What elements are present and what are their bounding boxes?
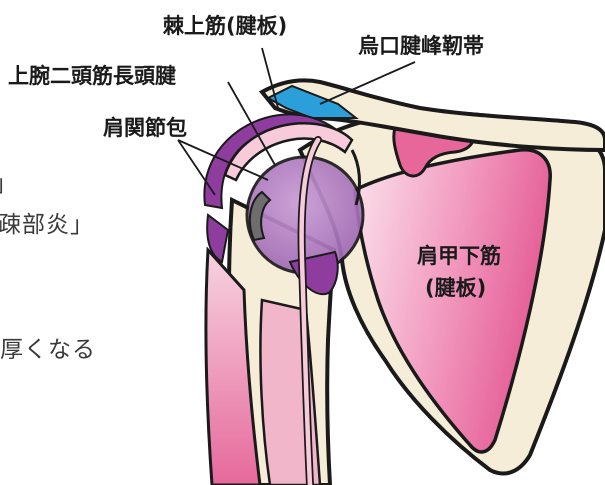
label-supraspinatus: 棘上筋(腱板) bbox=[163, 10, 287, 40]
label-subscapularis-line2: (腱板) bbox=[425, 272, 486, 302]
label-coracoacromial-ligament: 烏口腱峰靭帯 bbox=[358, 30, 484, 60]
label-joint-capsule: 肩関節包 bbox=[103, 112, 187, 142]
label-subscapularis-line1: 肩甲下筋 bbox=[417, 240, 501, 270]
label-biceps-long-head: 上腕二頭筋長頭腱 bbox=[8, 60, 176, 90]
